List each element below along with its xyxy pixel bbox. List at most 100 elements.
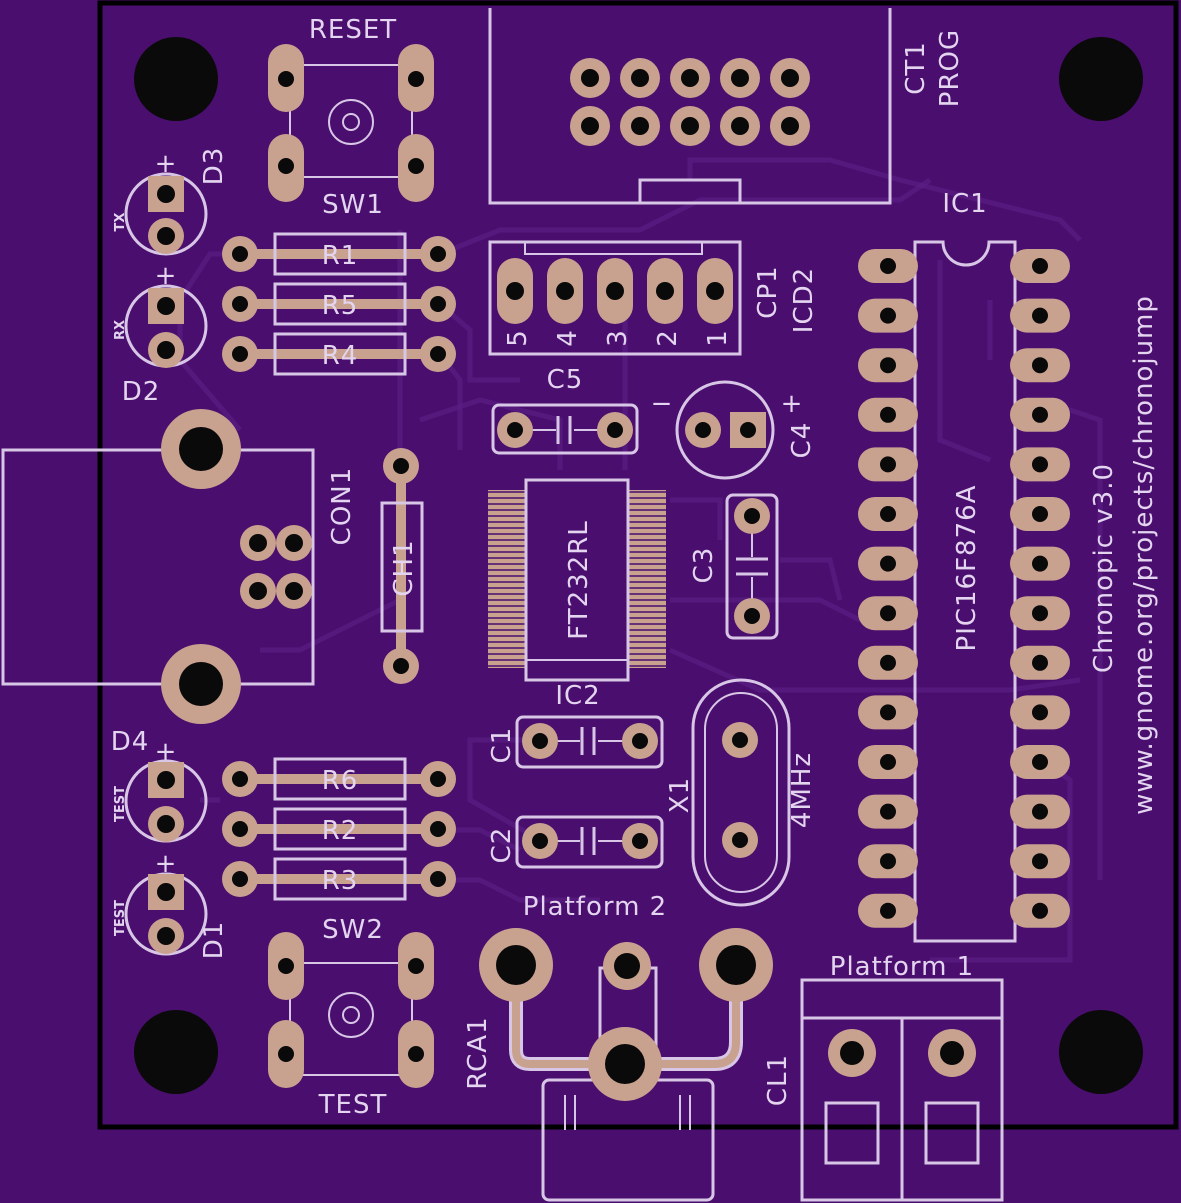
d1-label: D1	[199, 921, 229, 960]
svg-text:+: +	[155, 849, 178, 879]
pic-pin	[858, 348, 918, 383]
resistor-r3: R3	[222, 857, 456, 901]
ic1-label: IC1	[942, 189, 987, 219]
svg-text:4: 4	[553, 329, 583, 347]
test-switch-label: TEST	[318, 1090, 388, 1120]
pic-ic1: IC1 PIC16F876A	[858, 189, 1070, 943]
c2-label: C2	[487, 827, 517, 864]
capacitor-c3: C3	[689, 493, 779, 640]
pic-pin	[858, 596, 918, 631]
d2-label: D2	[122, 377, 161, 407]
icd2-header-cp1: 5 4 3 2 1 CP1 ICD2	[488, 240, 819, 356]
crystal-x1: X1 4MHz	[665, 678, 817, 907]
pic-pin	[1010, 794, 1070, 829]
svg-text:1: 1	[703, 329, 733, 347]
test-led-label-b: TEST	[113, 900, 128, 936]
usb-connector-con1: CON1	[1, 409, 357, 724]
resistor-r6: R6	[222, 757, 456, 801]
led-d3: + TX D3	[113, 147, 229, 256]
con1-label: CON1	[327, 467, 357, 546]
rca1-label: RCA1	[463, 1016, 493, 1089]
pic-pin	[1010, 348, 1070, 383]
test-led-label-a: TEST	[113, 786, 128, 822]
icd-pin	[597, 258, 633, 324]
mounting-hole-top-right	[1059, 37, 1143, 121]
icd2-label: ICD2	[789, 267, 819, 333]
pic-pin	[858, 546, 918, 581]
prog-pin	[620, 106, 660, 146]
pic-pin	[858, 745, 918, 779]
prog-pin	[670, 58, 710, 98]
r6-label: R6	[322, 766, 359, 796]
ic2-label: IC2	[555, 681, 600, 711]
capacitor-c1: C1	[487, 715, 664, 769]
pic-pin	[858, 497, 918, 531]
ct1-label: CT1	[901, 41, 931, 95]
pic-pin	[858, 397, 918, 432]
pic-pin	[1010, 893, 1070, 928]
pic-pin	[1010, 298, 1070, 333]
pic-pin	[858, 893, 918, 928]
led-d2: + RX D2	[113, 261, 208, 407]
resistor-r1: R1	[222, 232, 456, 276]
pic-pin	[1010, 447, 1070, 482]
ft232rl-label: FT232RL	[564, 520, 594, 640]
url-label: www.gnome.org/projects/chronojump	[1129, 295, 1159, 815]
ch1-label: CH1	[389, 539, 419, 596]
r5-label: R5	[322, 291, 359, 321]
svg-text:+: +	[155, 149, 178, 179]
d4-label: D4	[111, 727, 150, 757]
x1-label: X1	[665, 777, 695, 813]
tx-label: TX	[113, 213, 128, 232]
pic-label: PIC16F876A	[952, 485, 982, 652]
prog-pin	[570, 106, 610, 146]
prog-pin	[720, 106, 760, 146]
r2-label: R2	[322, 816, 359, 846]
mounting-hole-bottom-right	[1059, 1010, 1143, 1094]
sw1-reset-switch: RESET SW1	[268, 15, 434, 220]
pic-pin	[1010, 695, 1070, 730]
capacitor-c5: C5	[491, 365, 639, 455]
pic-pin	[1010, 497, 1070, 531]
pic-pin	[858, 844, 918, 879]
pic-pin	[1010, 844, 1070, 879]
pic-pin	[858, 794, 918, 829]
icd-pin	[497, 258, 533, 324]
rca-connector-rca1: Platform 2 RCA1	[463, 892, 773, 1202]
pic-pin	[1010, 249, 1070, 283]
platform2-label: Platform 2	[523, 892, 667, 922]
mounting-holes	[134, 37, 1143, 1094]
prog-pin	[570, 58, 610, 98]
pic-pin	[1010, 397, 1070, 432]
capacitor-c4: − + C4	[651, 380, 817, 480]
reset-label: RESET	[309, 15, 397, 45]
prog-pin	[770, 106, 810, 146]
pic-pin	[1010, 645, 1070, 680]
platform1-label: Platform 1	[830, 952, 974, 982]
prog-pin	[620, 58, 660, 98]
version-label: Chronopic v3.0	[1089, 463, 1119, 673]
pic-pin	[858, 298, 918, 333]
pic-pin	[858, 695, 918, 730]
led-d4: + TEST D4	[111, 727, 208, 843]
cl1-label: CL1	[763, 1054, 793, 1106]
prog-label: PROG	[935, 29, 965, 107]
c5-label: C5	[547, 365, 584, 395]
sw1-label: SW1	[322, 190, 384, 220]
pic-pin	[858, 447, 918, 482]
pic-pin	[1010, 745, 1070, 779]
svg-text:−: −	[651, 389, 674, 419]
prog-pin	[770, 58, 810, 98]
c1-label: C1	[487, 727, 517, 764]
svg-text:+: +	[155, 261, 178, 291]
prog-pin	[670, 106, 710, 146]
choke-ch1: CH1	[380, 448, 424, 684]
mounting-hole-bottom-left	[134, 1010, 218, 1094]
icd-pin	[647, 258, 683, 324]
svg-text:+: +	[155, 737, 178, 767]
ft232rl-ic2: FT232RL IC2	[488, 478, 666, 711]
rx-label: RX	[113, 320, 128, 340]
pic-pin	[858, 249, 918, 283]
d3-label: D3	[199, 147, 229, 186]
pic-pin	[1010, 546, 1070, 581]
